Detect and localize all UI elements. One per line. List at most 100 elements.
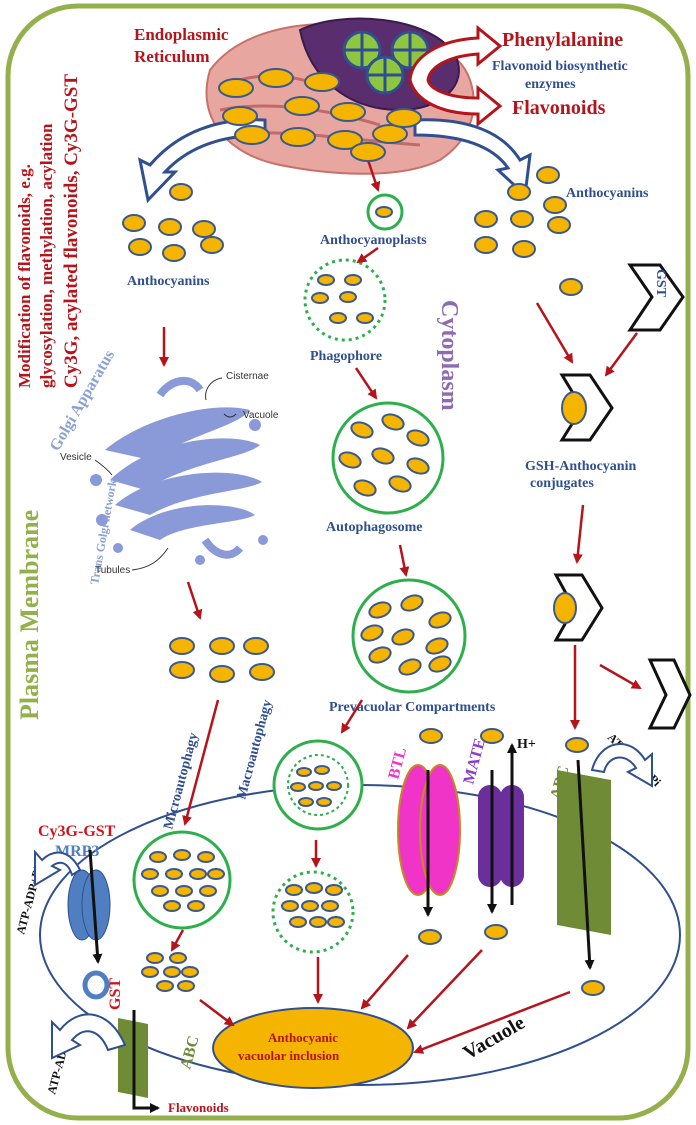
er-vesicle [327,130,363,150]
anthocyanin-vesicle [536,166,560,184]
flow-arrows-red [159,159,642,1054]
er-vesicle [330,102,366,122]
anthocyanin-vesicle [289,916,307,928]
anthocyanin-vesicle [484,924,508,940]
anthocyanin-vesicle [327,916,345,928]
microautophagy-circle [132,830,232,930]
gst-top-label: GST [653,269,668,298]
er-vesicle [386,108,422,128]
anthocyanin-vesicle [187,900,205,912]
atp-left-top-curved-arrow [34,849,82,887]
anthocyanin-vesicle [316,797,332,807]
anthocyanin-vesicle [169,637,195,655]
anthocyanin-vesicle [329,312,347,324]
anthocyanin-vesicle [391,628,415,646]
anthocyanins-left-label: Anthocyanins [127,274,210,289]
anthocyanin-vesicle [149,851,167,863]
transport-arrows-black [88,743,595,1113]
anthocyanin-vesicle [243,637,269,655]
atp-left-bottom-curved-arrow [51,1013,127,1060]
cytoplasm-label: Cytoplasm [436,300,462,411]
anthocyanin-vesicle [344,274,362,286]
gst-chevron-top [627,263,685,332]
anthocyanin-vesicle [162,244,186,262]
phenylalanine-flavonoid-arrow [408,24,503,128]
anthocyanin-vesicle [207,868,225,880]
er-vesicle [284,96,320,116]
anthocyanin-vesicle [308,781,324,791]
anthocyanin-vesicle [192,220,216,238]
anthocyanin-vesicle [249,663,275,681]
anthocyanin-vesicle [326,781,342,791]
anthocyanin-vesicle [169,952,187,964]
anthocyanin-vesicle [290,782,306,792]
er-label-2: Reticulum [134,47,210,66]
anthocyanin-vesicle [301,900,319,912]
macroautophagy-label: Macroautophagy [234,698,275,801]
anthocyanin-vesicle [350,421,374,439]
anthocyanin-vesicle [305,882,323,894]
plasma-membrane-label: Plasma Membrane [15,510,44,720]
anthocyanin-vesicle [317,274,335,286]
gsh-label-1: GSH-Anthocyanin [525,459,636,474]
anthocyanin-vesicle [141,966,159,978]
anthocyanin-vesicle [325,884,343,896]
anthocyanin-vesicle [425,637,449,655]
er-vesicle [222,106,258,126]
golgi-label: Golgi Apparatus [47,347,118,454]
flavonoids-top-label: Flavonoids [512,97,606,119]
anthocyanin-vesicle [547,216,571,234]
anthocyanin-vesicle [406,429,430,447]
anthocyanin-vesicle [418,929,442,945]
vacuole-small-label: Vacuole [243,410,279,421]
mrp3-transporter [67,869,111,941]
anthocyanin-vesicle [151,885,169,897]
golgi-apparatus [90,377,268,571]
anthocyanin-vesicle [156,980,174,992]
svg-text:glycosylation, methylation, ac: glycosylation, methylation, acylation [37,123,56,388]
er-vesicle [350,142,386,162]
anthocyanin-vesicle [163,900,181,912]
phagophore-label: Phagophore [310,349,382,364]
anthocyanin-vesicle [181,966,199,978]
svg-text:Cy3G, acylated flavonoids, Cy3: Cy3G, acylated flavonoids, Cy3G-GST [61,74,82,388]
anthocyanin-vesicle [510,210,534,228]
anthocyanin-vesicle [209,637,235,655]
er-vesicle [280,127,316,147]
anthocyanoplasts-label: Anthocyanoplasts [320,233,427,248]
anthocyanin-vesicle [175,885,193,897]
mate-label: MATE [460,736,489,786]
prevacuolar-label: Prevacuolar Compartments [329,700,496,715]
anthocyanin-vesicle [158,218,182,236]
anthocyanin-vesicle [543,196,567,214]
vesicle-label: Vesicle [60,452,92,463]
modification-text: Modification of flavonoids, e.g. glycosy… [15,74,82,388]
anthocyanin-vesicle [309,916,327,928]
anthocyanin-vesicle [419,728,443,744]
er-vesicle [234,125,270,145]
anthocyanin-vesicle [311,292,329,304]
atp-right-curved-arrow [590,743,653,788]
anthocyanin-vesicle [321,900,339,912]
anthocyanin-vesicle [197,851,215,863]
anthocyanin-vesicle [314,765,330,775]
anthocyanin-vesicle [388,475,412,493]
anthocyanin-vesicle [512,240,536,258]
anthocyanin-vesicle [480,728,504,744]
mate-transporter [478,785,524,887]
anthocyanin-vesicle [400,594,424,612]
anthocyanin-vesicle [285,884,303,896]
anthocyanin-vesicle [353,479,377,497]
cisternae-label: Cisternae [226,371,269,382]
gst-ring [82,970,110,1000]
anthocyanin-vesicle [169,183,193,201]
anthocyanin-vesicle [281,900,299,912]
anthocyanin-vesicle [163,966,181,978]
er-vesicle [304,72,340,92]
h-plus-label: H+ [517,737,536,752]
anthocyanin-vesicle [428,611,452,629]
flavonoids-bottom-label: Flavonoids [168,1100,229,1115]
anthocyanin-vesicle [298,797,314,807]
enzymes-label-2: enzymes [525,77,576,92]
anthocyanin-vesicle [122,214,146,232]
